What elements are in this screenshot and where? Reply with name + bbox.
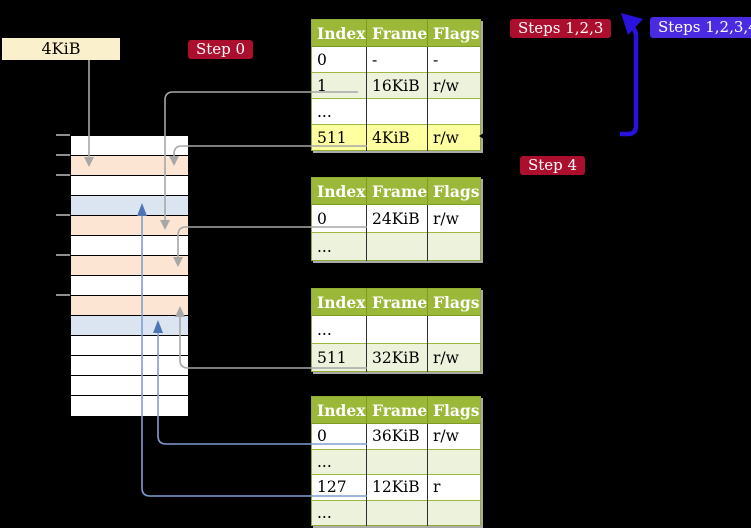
- memory-row: [71, 256, 188, 276]
- memory-tick: [56, 214, 70, 216]
- header-flags: Flags: [427, 288, 481, 316]
- cell-flags: -: [427, 46, 481, 73]
- memory-row: [71, 216, 188, 236]
- table-row: 0 - -: [311, 46, 481, 73]
- memory-row: [71, 236, 188, 256]
- cell-flags: [427, 448, 481, 475]
- memory-row: [71, 376, 188, 396]
- cell-index: 0: [311, 46, 367, 73]
- table-header-row: Index Frame Flags: [311, 177, 481, 205]
- table-header-row: Index Frame Flags: [311, 396, 481, 424]
- memory-row: [71, 136, 188, 156]
- header-index: Index: [311, 288, 367, 316]
- arrowhead-up-left-icon: [621, 13, 643, 35]
- header-flags: Flags: [427, 19, 481, 47]
- cell-index: ...: [311, 448, 367, 475]
- cell-flags: r/w: [427, 204, 481, 233]
- memory-row: [71, 356, 188, 376]
- header-flags: Flags: [427, 177, 481, 205]
- memory-tick: [56, 254, 70, 256]
- table-row: ...: [311, 499, 481, 526]
- table-row: 0 24KiB r/w: [311, 204, 481, 233]
- memory-row: [71, 276, 188, 296]
- steps123-badge: Steps 1,2,3: [510, 19, 612, 38]
- table-row: 127 12KiB r: [311, 474, 481, 500]
- memory-row: [71, 176, 188, 196]
- memory-tick: [56, 294, 70, 296]
- header-frame: Frame: [366, 19, 428, 47]
- memory-tick: [56, 174, 70, 176]
- page-table-level1: Index Frame Flags 0 36KiB r/w ... 127 12…: [311, 396, 481, 526]
- cell-flags: r/w: [427, 124, 481, 151]
- table-row-recursive-entry: 511 4KiB r/w: [311, 124, 481, 151]
- cell-frame: 4KiB: [366, 124, 428, 151]
- table-header-row: Index Frame Flags: [311, 288, 481, 316]
- table-row: 1 16KiB r/w: [311, 72, 481, 99]
- cell-frame: [366, 232, 428, 261]
- cell-index: ...: [311, 315, 367, 344]
- steps1234-badge: Steps 1,2,3,4: [650, 17, 751, 38]
- physical-memory-column: [70, 135, 189, 416]
- cell-frame: 16KiB: [366, 72, 428, 99]
- memory-row: [71, 396, 188, 416]
- cell-frame: [366, 448, 428, 475]
- header-index: Index: [311, 396, 367, 424]
- cell-frame: -: [366, 46, 428, 73]
- page-table-level4: Index Frame Flags 0 - - 1 16KiB r/w ... …: [311, 19, 481, 151]
- memory-row: [71, 156, 188, 176]
- cell-frame: [366, 315, 428, 344]
- table-row: ...: [311, 448, 481, 475]
- header-frame: Frame: [366, 177, 428, 205]
- step0-badge: Step 0: [188, 40, 254, 59]
- recursive-loop-arrow: [620, 23, 639, 137]
- frame-size-label: 4KiB: [2, 38, 120, 60]
- cell-index: 127: [311, 474, 367, 500]
- table-header-row: Index Frame Flags: [311, 19, 481, 47]
- page-table-level3: Index Frame Flags 0 24KiB r/w ...: [311, 177, 481, 261]
- cell-flags: [427, 98, 481, 125]
- memory-row: [71, 296, 188, 316]
- cell-flags: r/w: [427, 72, 481, 99]
- memory-row: [71, 196, 188, 216]
- cell-index: ...: [311, 499, 367, 526]
- memory-row: [71, 316, 188, 336]
- cell-index: 0: [311, 423, 367, 449]
- cell-flags: [427, 232, 481, 261]
- cell-flags: r/w: [427, 343, 481, 372]
- header-frame: Frame: [366, 288, 428, 316]
- cell-index: ...: [311, 232, 367, 261]
- table-row: ...: [311, 315, 481, 344]
- memory-row: [71, 336, 188, 356]
- cell-flags: [427, 315, 481, 344]
- cell-index: 1: [311, 72, 367, 99]
- cell-flags: r: [427, 474, 481, 500]
- memory-tick: [56, 134, 70, 136]
- table-row: ...: [311, 98, 481, 125]
- cell-frame: [366, 98, 428, 125]
- header-index: Index: [311, 177, 367, 205]
- cell-index: 511: [311, 343, 367, 372]
- memory-tick: [56, 154, 70, 156]
- table-row: 0 36KiB r/w: [311, 423, 481, 449]
- cell-frame: [366, 499, 428, 526]
- table-row: ...: [311, 232, 481, 261]
- cell-flags: [427, 499, 481, 526]
- header-flags: Flags: [427, 396, 481, 424]
- table-row: 511 32KiB r/w: [311, 343, 481, 372]
- cell-flags: r/w: [427, 423, 481, 449]
- cell-index: ...: [311, 98, 367, 125]
- header-frame: Frame: [366, 396, 428, 424]
- header-index: Index: [311, 19, 367, 47]
- cell-index: 0: [311, 204, 367, 233]
- cell-frame: 36KiB: [366, 423, 428, 449]
- step4-badge: Step 4: [520, 156, 586, 175]
- cell-frame: 24KiB: [366, 204, 428, 233]
- cell-frame: 12KiB: [366, 474, 428, 500]
- cell-frame: 32KiB: [366, 343, 428, 372]
- page-table-level2: Index Frame Flags ... 511 32KiB r/w: [311, 288, 481, 372]
- cell-index: 511: [311, 124, 367, 151]
